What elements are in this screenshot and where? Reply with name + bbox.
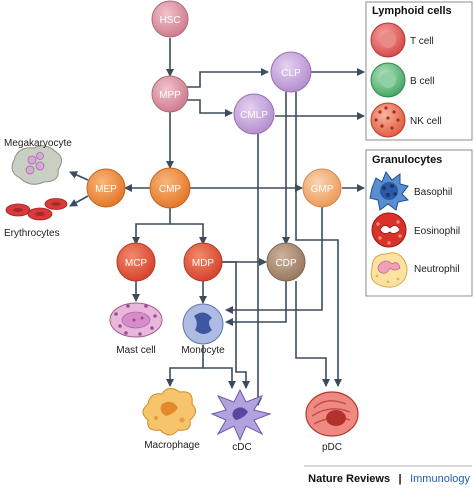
node-hsc: HSC [151,0,189,38]
mast-cell-label: Mast cell [116,345,155,356]
basophil-cell: Basophil [369,170,452,211]
macrophage-label: Macrophage [144,440,200,451]
lymphoid-panel-title: Lymphoid cells [372,5,452,17]
arrow-cdp-monocyte [225,281,287,326]
node-cdp: CDP [266,242,306,282]
arrow-clp-pdc [295,92,342,387]
lymphoid-panel: Lymphoid cells T cell B cell NK cell [365,1,473,141]
mast-cell: Mast cell [109,302,163,356]
arrow-cdp-pdc [295,281,330,387]
arrow-mep-megakaryocyte [69,171,89,181]
cdc-label: cDC [232,442,251,453]
node-gmp-label: GMP [311,184,334,195]
megakaryocyte-label: Megakaryocyte [4,138,72,149]
t-cell-label: T cell [410,36,434,47]
neutrophil-label: Neutrophil [414,264,460,275]
node-mpp-label: MPP [159,90,181,101]
pdc-label: pDC [322,442,342,453]
node-mcp: MCP [116,242,156,282]
node-hsc-label: HSC [159,15,180,26]
basophil-label: Basophil [414,187,452,198]
nk-cell-label: NK cell [410,116,442,127]
eosinophil-label: Eosinophil [414,226,460,237]
node-cdp-label: CDP [275,258,296,269]
node-clp-label: CLP [281,68,301,79]
node-clp: CLP [270,51,312,93]
erythrocytes-label: Erythrocytes [4,228,60,239]
node-cmp-label: CMP [159,184,182,195]
arrow-cmp-mcp [132,208,171,245]
arrow-mpp-clp [187,68,269,88]
b-cell: B cell [370,62,434,98]
credit-section: Immunology [410,473,470,485]
neutrophil-cell: Neutrophil [370,252,460,288]
erythrocytes-cells: Erythrocytes [4,198,68,239]
node-cmlp: CMLP [233,93,275,135]
megakaryocyte-cell: Megakaryocyte [4,138,72,185]
cdc-cell: cDC [210,388,272,453]
credit-journal: Nature Reviews [308,473,390,485]
node-mdp-label: MDP [192,258,215,269]
node-mep: MEP [86,168,126,208]
node-mcp-label: MCP [125,258,148,269]
credit-text: Nature Reviews | Immunology [308,469,470,486]
nk-cell: NK cell [370,102,442,138]
arrow-mdp-cdc [222,261,250,389]
credit-separator: | [399,473,402,485]
node-cmp: CMP [149,167,191,209]
b-cell-label: B cell [410,76,434,87]
arrow-cmp-mdp [170,223,207,245]
monocyte-label: Monocyte [181,345,225,356]
journal-credit: Nature Reviews | Immunology [304,465,472,486]
t-cell: T cell [370,22,434,58]
arrows [69,38,365,406]
arrow-monocyte-cdc [203,367,236,389]
eosinophil-cell: Eosinophil [371,212,460,248]
macrophage-cell: Macrophage [142,388,200,451]
node-cmlp-label: CMLP [240,110,268,121]
node-mep-label: MEP [95,184,117,195]
node-mdp: MDP [183,242,223,282]
arrow-mpp-cmlp [187,99,233,117]
arrow-gmp-monocyte [225,206,323,314]
arrow-monocyte-macrophage [166,345,204,387]
node-gmp: GMP [302,168,342,208]
monocyte-cell: Monocyte [181,303,225,356]
pdc-cell: pDC [305,391,359,453]
granulocyte-panel: Granulocytes Basophil Eosinophil Neutrop… [365,149,473,297]
arrow-mep-erythrocytes [69,195,89,207]
granulocyte-panel-title: Granulocytes [372,154,442,166]
node-mpp: MPP [151,75,189,113]
